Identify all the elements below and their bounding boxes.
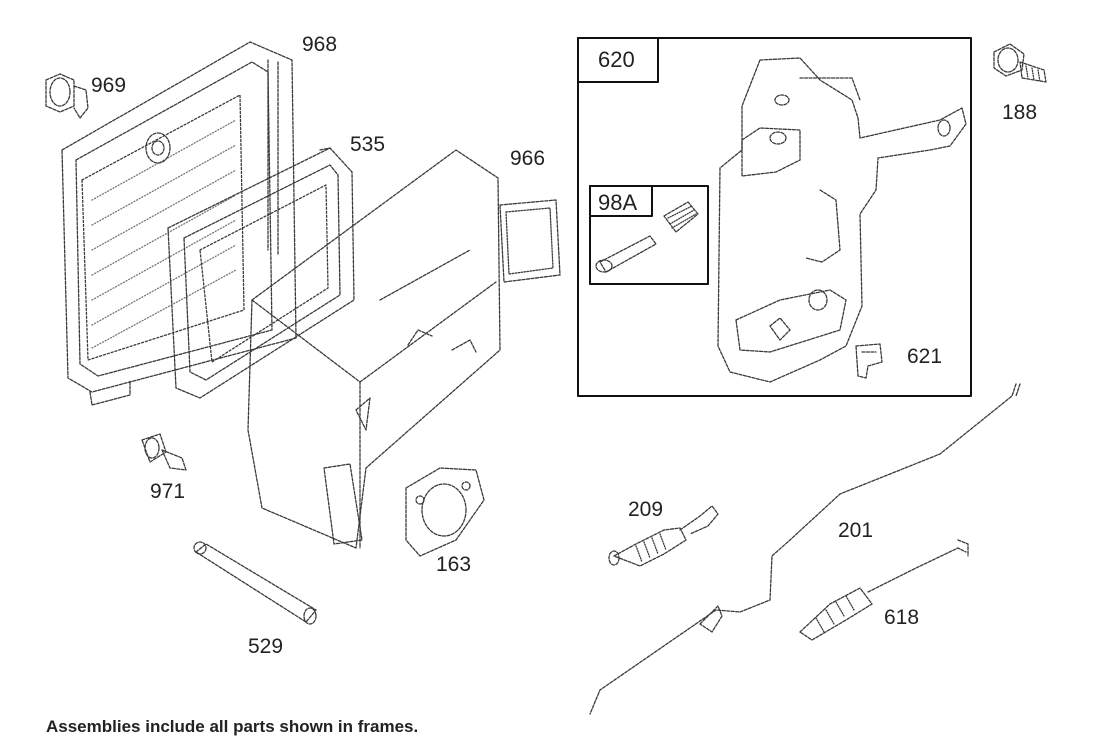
callout-535: 535 xyxy=(350,133,386,156)
filter-base-drawing xyxy=(247,149,561,549)
callout-971: 971 xyxy=(150,480,186,503)
cover-knob-drawing xyxy=(45,73,89,119)
callout-188: 188 xyxy=(1002,101,1038,124)
clip-drawing xyxy=(855,343,883,379)
callout-969: 969 xyxy=(91,74,127,97)
pre-cleaner-drawing xyxy=(167,147,355,399)
footnote: Assemblies include all parts shown in fr… xyxy=(46,717,419,736)
air-filter-cover-drawing xyxy=(61,41,297,406)
callout-966: 966 xyxy=(510,147,546,170)
callout-621: 621 xyxy=(907,345,943,368)
callout-209: 209 xyxy=(628,498,664,521)
callout-618: 618 xyxy=(884,606,920,629)
screw-drawing xyxy=(993,43,1047,83)
governor-spring-drawing xyxy=(608,505,719,567)
callout-163: 163 xyxy=(436,553,472,576)
breather-tube-drawing xyxy=(193,541,317,625)
callout-620: 620 xyxy=(598,47,635,72)
callout-968: 968 xyxy=(302,33,338,56)
governor-link-drawing xyxy=(589,383,1021,715)
callout-201: 201 xyxy=(838,519,874,542)
screw-filter-drawing xyxy=(141,433,187,471)
callout-529: 529 xyxy=(248,635,284,658)
carburetor-linkage-bracket-drawing xyxy=(717,57,967,383)
gasket-drawing xyxy=(405,467,485,557)
link-spring-drawing xyxy=(799,539,969,641)
adjust-screw-kit-drawing xyxy=(595,201,699,273)
callout-98a: 98A xyxy=(598,190,638,215)
